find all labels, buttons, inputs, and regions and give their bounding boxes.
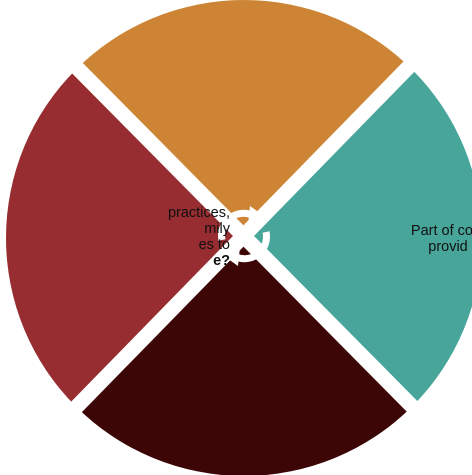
- segment-right: [244, 69, 472, 407]
- cycle-arrows-icon: [218, 206, 270, 266]
- segment-top: [75, 0, 413, 238]
- separator-diagonal-b: [4, 0, 472, 475]
- left-label-line-bold: e?: [213, 253, 230, 269]
- right-label-line-2: provid: [428, 239, 468, 255]
- right-segment-label: Part of com provid: [368, 223, 472, 255]
- segments: [6, 0, 472, 475]
- left-segment-label: practices, mily es to e?: [168, 205, 230, 269]
- right-label-line-1: Part of com: [410, 223, 472, 239]
- segment-left: [6, 69, 245, 407]
- left-label-line-1: practices,: [167, 205, 230, 221]
- segment-bottom: [75, 238, 413, 475]
- separators: [4, 0, 472, 475]
- left-label-line-3: es to: [198, 237, 230, 253]
- left-label-line-2: mily: [204, 221, 230, 237]
